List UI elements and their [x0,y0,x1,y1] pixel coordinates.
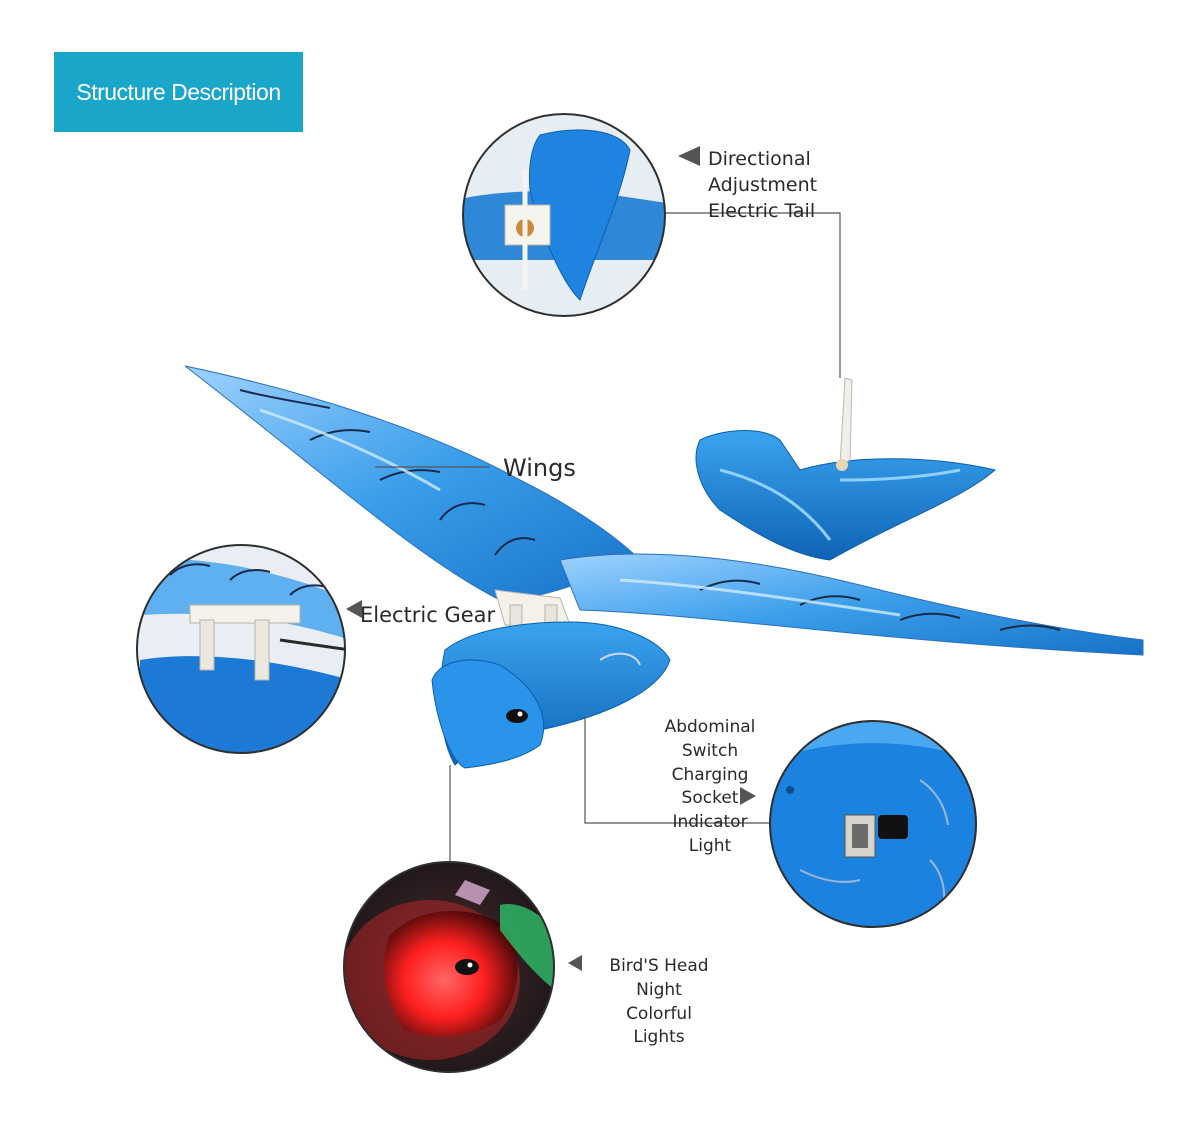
bird-toy [184,365,1144,769]
callout-gear-label: Electric Gear [360,603,496,627]
bird-tail [695,430,997,561]
callout-abdominal-label: Abdominal Switch Charging Socket Indicat… [664,717,756,856]
arrow-abdominal [740,787,756,805]
bird-eye [506,709,528,723]
detail-tail-circle [462,113,666,317]
callout-head-label: Bird'S Head Night Colorful Lights [609,956,709,1048]
callout-wings-label: Wings [503,454,576,482]
detail-abdominal-circle [769,720,977,928]
detail-gear-circle [136,544,346,754]
arrow-tail [678,146,700,166]
arrow-gear [346,600,362,618]
arrow-head [568,955,582,971]
bird-head [431,659,545,769]
bird-right-wing [559,553,1144,656]
detail-head-circle [343,861,555,1073]
section-title: Structure Description [76,78,281,105]
section-title-badge: Structure Description [54,52,303,132]
callout-lines [375,212,841,862]
callout-tail-label: Directional Adjustment Electric Tail [708,148,818,223]
callout-arrows [346,146,756,971]
